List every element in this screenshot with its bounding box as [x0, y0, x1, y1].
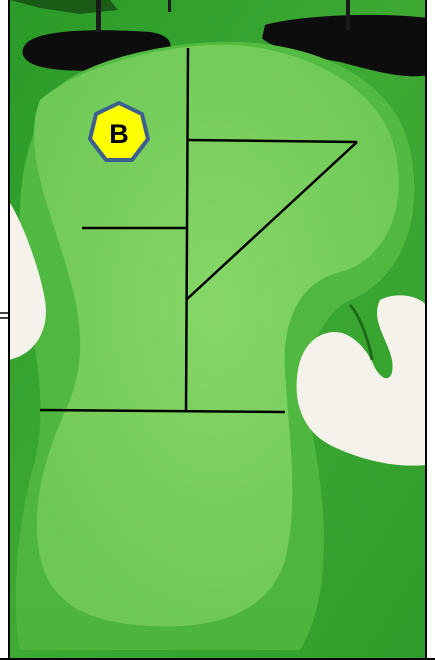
hole-marker: B — [90, 103, 148, 160]
tree-trunk — [168, 0, 171, 12]
tree-trunk — [346, 0, 350, 30]
marker-label: B — [109, 119, 129, 149]
tree-trunk — [96, 0, 101, 32]
